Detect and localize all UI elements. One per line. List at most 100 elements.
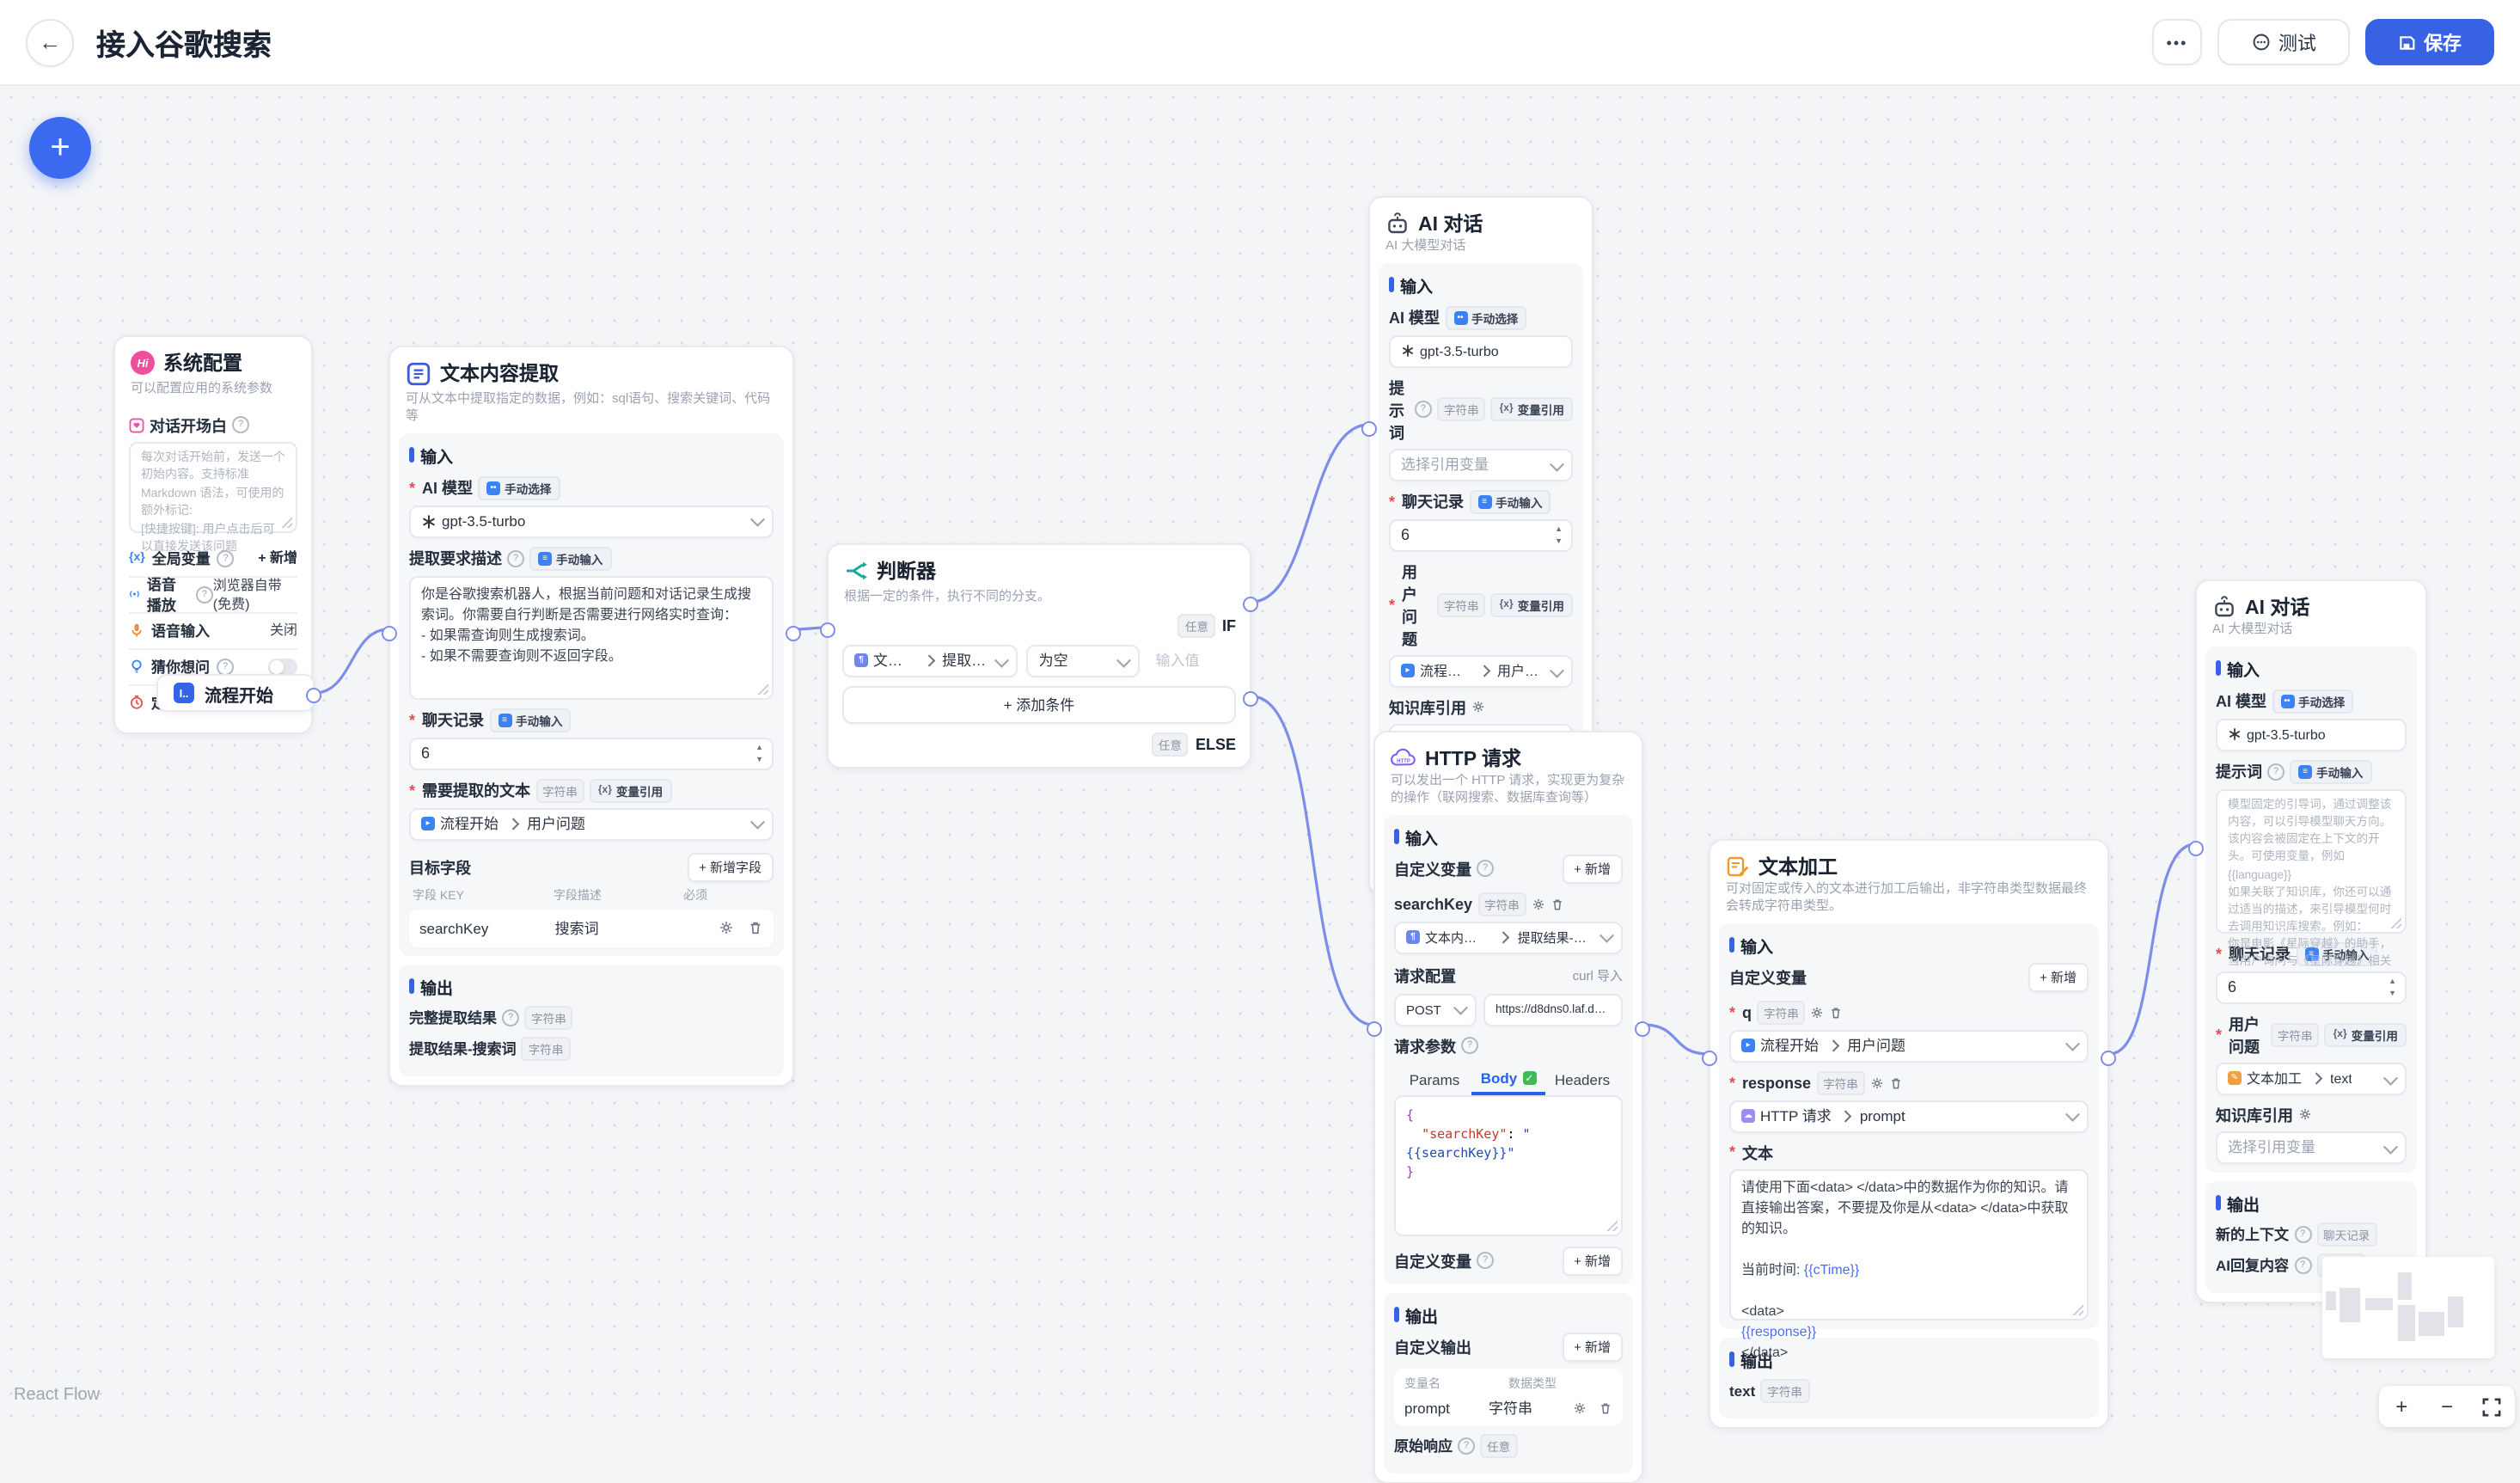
- response-select[interactable]: ☁ HTTP 请求 prompt: [1729, 1100, 2089, 1132]
- tab-params[interactable]: Params: [1409, 1070, 1460, 1088]
- method-select[interactable]: POST: [1394, 993, 1477, 1026]
- var-value-select[interactable]: ¶ 文本内容提取 提取结果-搜索词: [1394, 921, 1623, 953]
- if-source-handle[interactable]: [1243, 597, 1258, 612]
- help-icon[interactable]: ?: [1458, 1437, 1476, 1454]
- zoom-in-button[interactable]: +: [2395, 1394, 2408, 1419]
- help-icon[interactable]: ?: [2294, 1225, 2312, 1243]
- else-source-handle[interactable]: [1243, 691, 1258, 707]
- body-code-editor[interactable]: { "searchKey": "{{searchKey}}" }: [1394, 1094, 1623, 1235]
- field-row[interactable]: searchKey 搜索词: [409, 909, 774, 947]
- trash-icon[interactable]: [1599, 1400, 1612, 1414]
- add-node-button[interactable]: +: [29, 117, 91, 179]
- help-icon[interactable]: ?: [1414, 401, 1432, 419]
- output-row[interactable]: prompt 字符串: [1404, 1397, 1612, 1418]
- node-ai-chat-right[interactable]: AI 对话 AI 大模型对话 输入 AI 模型 •• 手动选择 gpt-3.5-…: [2188, 579, 2427, 1303]
- condition-variable-select[interactable]: ¶ 文本内容提取 提取结果-搜索词: [842, 644, 1018, 677]
- model-select[interactable]: gpt-3.5-turbo: [2216, 718, 2407, 751]
- add-var-button[interactable]: + 新增: [2028, 962, 2089, 991]
- help-icon[interactable]: ?: [232, 416, 250, 434]
- node-text-process[interactable]: 文本加工 可对固定或传入的文本进行加工后输出，非字符串类型数据最终会转成字符串类…: [1702, 839, 2116, 1428]
- prompt-textarea[interactable]: 模型固定的引导词，通过调整该内容，可以引导模型聊天方向。该内容会被固定在上下文的…: [2216, 788, 2407, 1004]
- trash-icon[interactable]: [748, 920, 763, 935]
- kb-var-select[interactable]: 选择引用变量: [2216, 1131, 2407, 1164]
- gear-icon[interactable]: [1471, 701, 1485, 714]
- help-icon[interactable]: ?: [502, 1008, 520, 1026]
- voice-play-row[interactable]: 语音播放 ? 浏览器自带(免费): [129, 575, 297, 614]
- opening-textarea[interactable]: 每次对话开始前，发送一个初始内容。支持标准 Markdown 语法，可使用的额外…: [129, 441, 297, 555]
- add-field-button[interactable]: + 新增字段: [687, 852, 774, 881]
- help-icon[interactable]: ?: [2267, 763, 2285, 781]
- help-icon[interactable]: ?: [195, 585, 213, 604]
- help-icon[interactable]: ?: [217, 658, 235, 676]
- add-condition-button[interactable]: + 添加条件: [842, 685, 1236, 724]
- voice-input-row[interactable]: 语音输入 关闭: [129, 611, 297, 648]
- gear-icon[interactable]: [2298, 1108, 2312, 1122]
- number-stepper[interactable]: ▲▼: [2388, 976, 2396, 997]
- back-button[interactable]: ←: [26, 18, 74, 66]
- node-condition[interactable]: 判断器 根据一定的条件，执行不同的分支。 任意 IF ¶ 文本内容提取 提取结果…: [820, 543, 1258, 769]
- tab-body[interactable]: Body✓: [1471, 1063, 1545, 1094]
- text-template-textarea[interactable]: 请使用下面<data> </data>中的数据作为你的知识。请直接输出答案，不要…: [1729, 1168, 2089, 1359]
- desc-textarea[interactable]: 你是谷歌搜索机器人，根据当前问题和对话记录生成搜索词。你需要自行判断是否需要进行…: [409, 575, 774, 699]
- chat-history-input[interactable]: 6 ▲▼: [1389, 518, 1573, 552]
- node-flow-start[interactable]: I.. 流程开始: [156, 674, 321, 712]
- add-global-var-button[interactable]: + 新增: [258, 550, 297, 567]
- url-input[interactable]: https://d8dns0.laf.dev/google_search: [1483, 993, 1623, 1026]
- target-handle[interactable]: [1702, 1051, 1717, 1066]
- gear-icon[interactable]: [1811, 1005, 1825, 1019]
- target-handle[interactable]: [2188, 841, 2204, 856]
- number-stepper[interactable]: ▲▼: [1555, 524, 1563, 545]
- node-system-config[interactable]: Hi 系统配置 可以配置应用的系统参数 对话开场白 ? 每次对话开始前，发送一个…: [113, 335, 313, 734]
- target-handle[interactable]: [382, 626, 397, 641]
- save-button[interactable]: 保存: [2365, 19, 2494, 65]
- target-handle[interactable]: [1367, 1021, 1382, 1037]
- any-badge[interactable]: 任意: [1177, 613, 1215, 638]
- source-handle[interactable]: [2101, 1051, 2116, 1066]
- guess-question-row[interactable]: 猜你想问 ?: [129, 647, 297, 684]
- source-handle[interactable]: [1635, 1021, 1650, 1037]
- source-text-select[interactable]: ▸ 流程开始 用户问题: [409, 807, 774, 840]
- target-handle[interactable]: [820, 622, 835, 638]
- user-question-select[interactable]: ▸ 流程开始 用户问题: [1389, 654, 1573, 688]
- target-handle[interactable]: [1361, 421, 1377, 437]
- prompt-var-select[interactable]: 选择引用变量: [1389, 448, 1573, 481]
- guess-question-toggle[interactable]: [268, 658, 297, 676]
- model-select[interactable]: gpt-3.5-turbo: [409, 505, 774, 537]
- zoom-out-button[interactable]: −: [2440, 1394, 2453, 1419]
- user-question-select[interactable]: ✎ 文本加工 text: [2216, 1062, 2407, 1095]
- gear-icon[interactable]: [1573, 1400, 1587, 1414]
- test-button[interactable]: 测试: [2217, 19, 2350, 65]
- node-text-extract[interactable]: 文本内容提取 可从文本中提取指定的数据，例如：sql语句、搜索关键词、代码等 输…: [382, 346, 801, 1086]
- trash-icon[interactable]: [1551, 897, 1564, 910]
- source-handle[interactable]: [786, 626, 801, 641]
- number-stepper[interactable]: ▲▼: [755, 742, 763, 763]
- source-handle[interactable]: [306, 688, 321, 703]
- q-select[interactable]: ▸ 流程开始 用户问题: [1729, 1029, 2089, 1062]
- help-icon[interactable]: ?: [1477, 860, 1495, 877]
- help-icon[interactable]: ?: [507, 549, 525, 567]
- tab-headers[interactable]: Headers: [1554, 1070, 1611, 1088]
- more-menu-button[interactable]: •••: [2152, 19, 2202, 65]
- gear-icon[interactable]: [1870, 1075, 1884, 1089]
- global-var-row[interactable]: {x} 全局变量 ? + 新增: [129, 549, 297, 567]
- help-icon[interactable]: ?: [2294, 1256, 2312, 1274]
- model-select[interactable]: gpt-3.5-turbo: [1389, 334, 1573, 368]
- trash-icon[interactable]: [1830, 1005, 1844, 1019]
- flow-canvas[interactable]: [0, 86, 2520, 1420]
- condition-value-input[interactable]: 输入值: [1155, 652, 1200, 670]
- help-icon[interactable]: ?: [1461, 1037, 1479, 1054]
- help-icon[interactable]: ?: [1477, 1252, 1495, 1269]
- chat-history-input[interactable]: 6 ▲▼: [409, 737, 774, 769]
- curl-import-link[interactable]: curl 导入: [1572, 967, 1623, 983]
- fit-view-button[interactable]: [2475, 1389, 2510, 1424]
- node-http-request[interactable]: HTTP HTTP 请求 可以发出一个 HTTP 请求，实现更为复杂的操作（联网…: [1367, 731, 1650, 1483]
- add-var-button[interactable]: + 新增: [1562, 854, 1623, 883]
- help-icon[interactable]: ?: [217, 549, 235, 567]
- any-badge[interactable]: 任意: [1151, 732, 1189, 757]
- add-var-button-2[interactable]: + 新增: [1562, 1246, 1623, 1275]
- minimap[interactable]: [2322, 1257, 2494, 1358]
- gear-icon[interactable]: [1532, 897, 1545, 910]
- chat-history-input[interactable]: 6 ▲▼: [2216, 971, 2407, 1004]
- operator-select[interactable]: 为空: [1026, 644, 1141, 677]
- trash-icon[interactable]: [1889, 1075, 1903, 1089]
